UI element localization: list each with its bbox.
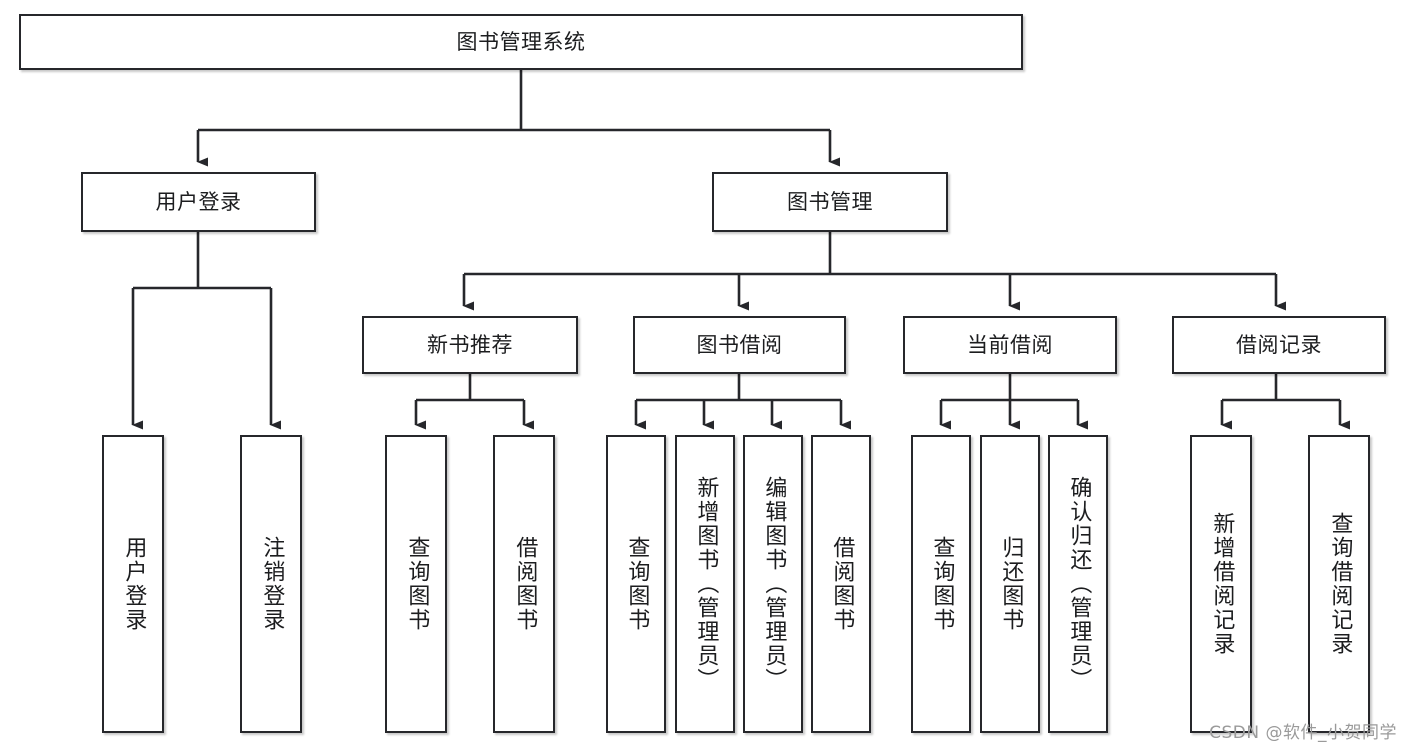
node-label: 查询图书	[404, 536, 430, 632]
node-new-book-recommend[interactable]: 新书推荐	[362, 316, 578, 374]
leaf-add-borrow-record[interactable]: 新增借阅记录	[1190, 435, 1252, 733]
node-label: 注销登录	[259, 536, 285, 632]
node-label: 用户登录	[121, 536, 147, 632]
node-user-login[interactable]: 用户登录	[81, 172, 316, 232]
leaf-logout-login[interactable]: 注销登录	[240, 435, 302, 733]
leaf-add-book-admin[interactable]: 新增图书（管理员）	[675, 435, 735, 733]
leaf-user-login[interactable]: 用户登录	[102, 435, 164, 733]
node-label: 查询图书	[624, 536, 650, 632]
node-label: 当前借阅	[967, 332, 1053, 357]
node-label: 图书管理	[787, 189, 873, 214]
leaf-borrow-book[interactable]: 借阅图书	[811, 435, 871, 733]
node-label: 新增图书（管理员）	[693, 476, 719, 692]
node-current-borrow[interactable]: 当前借阅	[903, 316, 1117, 374]
node-label: 查询借阅记录	[1327, 512, 1353, 656]
node-root-system[interactable]: 图书管理系统	[19, 14, 1023, 70]
leaf-query-book-recommend[interactable]: 查询图书	[385, 435, 447, 733]
leaf-return-book[interactable]: 归还图书	[980, 435, 1040, 733]
node-label: 借阅图书	[829, 536, 855, 632]
node-label: 图书借阅	[696, 332, 783, 357]
node-book-borrow[interactable]: 图书借阅	[633, 316, 846, 374]
leaf-borrow-book-recommend[interactable]: 借阅图书	[493, 435, 555, 733]
node-label: 查询图书	[929, 536, 955, 632]
node-label: 图书管理系统	[456, 29, 586, 54]
node-label: 用户登录	[155, 189, 242, 214]
node-book-management[interactable]: 图书管理	[712, 172, 948, 232]
leaf-query-book-current[interactable]: 查询图书	[911, 435, 971, 733]
leaf-confirm-return-admin[interactable]: 确认归还（管理员）	[1048, 435, 1108, 733]
node-label: 借阅图书	[512, 536, 538, 632]
node-borrow-record[interactable]: 借阅记录	[1172, 316, 1386, 374]
node-label: 确认归还（管理员）	[1066, 476, 1092, 692]
node-label: 新书推荐	[427, 332, 513, 357]
leaf-edit-book-admin[interactable]: 编辑图书（管理员）	[743, 435, 803, 733]
leaf-query-borrow-record[interactable]: 查询借阅记录	[1308, 435, 1370, 733]
leaf-query-book-borrow[interactable]: 查询图书	[606, 435, 666, 733]
node-label: 新增借阅记录	[1209, 512, 1235, 656]
node-label: 归还图书	[998, 536, 1024, 632]
node-label: 编辑图书（管理员）	[761, 476, 787, 692]
node-label: 借阅记录	[1236, 332, 1322, 357]
